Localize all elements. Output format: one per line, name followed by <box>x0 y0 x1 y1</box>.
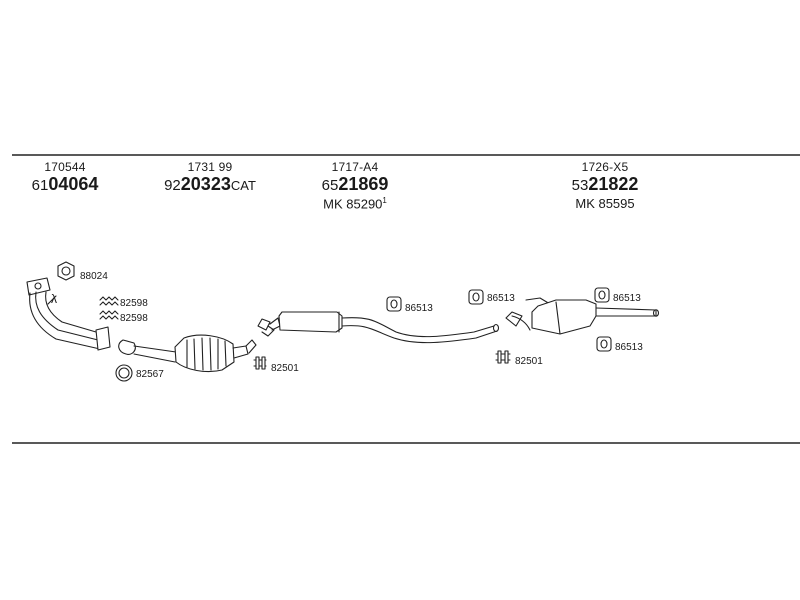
rubber-hanger-icon[interactable] <box>386 296 402 312</box>
part-group-front-pipe: 170544 6104064 <box>10 160 120 196</box>
clamp-icon[interactable] <box>253 356 267 370</box>
rubber-hanger-label: 86513 <box>613 293 641 304</box>
middle-silencer[interactable] <box>257 311 500 344</box>
rubber-hanger-icon[interactable] <box>596 336 612 352</box>
flange-gasket-icon[interactable] <box>118 339 136 355</box>
spring-bolt-label: 82598 <box>120 298 148 309</box>
rubber-hanger-icon[interactable] <box>468 289 484 305</box>
rubber-hanger-icon[interactable] <box>594 287 610 303</box>
part-number[interactable]: 6521869 <box>321 174 389 194</box>
clamp-icon[interactable] <box>495 350 511 364</box>
part-group-catalyst: 1731 99 9220323CAT <box>140 160 280 196</box>
gasket-label: 88024 <box>80 271 108 282</box>
spring-bolt-label: 82598 <box>120 313 148 324</box>
part-number[interactable]: 5321822 <box>571 174 639 194</box>
rubber-hanger-label: 86513 <box>487 293 515 304</box>
front-pipe[interactable] <box>26 277 111 351</box>
rear-silencer[interactable] <box>505 297 660 335</box>
lambda-label: λ <box>51 292 57 306</box>
part-group-middle-silencer: 1717-A4 6521869 MK 852901 <box>295 160 415 211</box>
group-code: 170544 <box>44 160 86 174</box>
spring-bolt-icon[interactable] <box>99 310 119 320</box>
rubber-hanger-label: 86513 <box>615 342 643 353</box>
rubber-hanger-label: 86513 <box>405 303 433 314</box>
sealing-ring-icon[interactable] <box>115 364 133 382</box>
mounting-kit[interactable]: MK 85595 <box>575 196 635 211</box>
spring-bolt-icon[interactable] <box>99 296 119 306</box>
group-code: 1726-X5 <box>581 160 629 174</box>
lambda-sensor-icon <box>47 295 57 305</box>
sealing-ring-label: 82567 <box>136 369 164 380</box>
group-code: 1731 99 <box>187 160 233 174</box>
group-code: 1717-A4 <box>331 160 379 174</box>
gasket-icon[interactable] <box>57 261 75 281</box>
part-number[interactable]: 6104064 <box>31 174 99 194</box>
clamp-label: 82501 <box>271 363 299 374</box>
clamp-label: 82501 <box>515 356 543 367</box>
part-number[interactable]: 9220323CAT <box>164 174 256 194</box>
catalytic-converter[interactable] <box>133 334 257 373</box>
mounting-kit[interactable]: MK 852901 <box>323 196 387 212</box>
part-group-rear-silencer: 1726-X5 5321822 MK 85595 <box>545 160 665 211</box>
